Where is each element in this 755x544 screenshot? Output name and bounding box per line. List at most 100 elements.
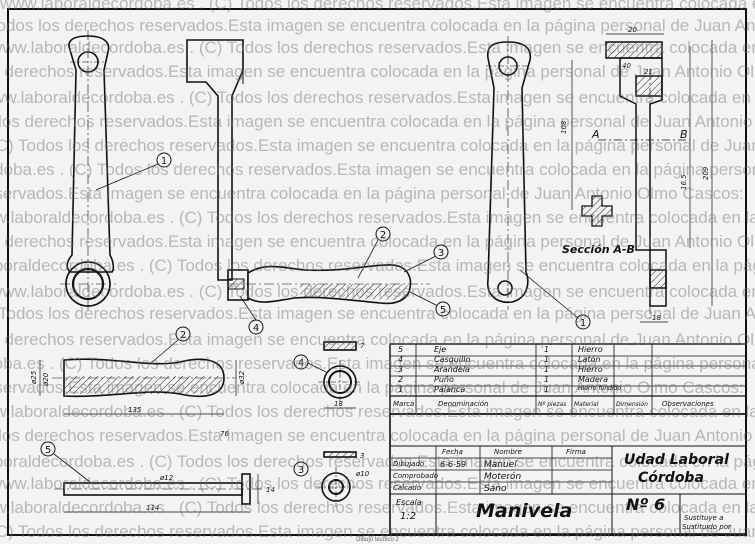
- parts-cell-name: Palanca: [434, 385, 466, 394]
- parts-cell-material: Hierro: [578, 345, 603, 354]
- dim-o32: ø32: [238, 370, 246, 385]
- crank-side-view: [186, 39, 249, 301]
- parts-cell-qty: 1: [544, 385, 550, 394]
- dim-o25: ø25: [30, 370, 38, 385]
- dim-14: 14: [266, 486, 275, 494]
- substituted-by-label: Sustituido por: [682, 523, 731, 531]
- balloon-axle-detail-label: 5: [45, 445, 51, 456]
- axle-detail: [54, 473, 262, 513]
- title-block-role: Calcado: [393, 484, 421, 492]
- balloon-washer-top-label: 3: [438, 248, 444, 259]
- title-block-name: Manuel: [484, 460, 517, 470]
- parts-cell-name: Puño: [434, 375, 454, 384]
- balloon-bush-top: 4: [239, 295, 264, 335]
- parts-cell-mark: 4: [398, 355, 404, 364]
- balloon-axle-top: 5: [409, 291, 451, 317]
- dim-18-right: 18: [652, 314, 661, 322]
- scale-label: Escala: [396, 498, 422, 507]
- section-a-b-label: Sección A-B: [562, 243, 635, 256]
- cut-line-a-label: A: [591, 128, 600, 141]
- parts-cell-material: Hierro fundido: [578, 385, 622, 392]
- parts-cell-name: Eje: [434, 345, 447, 354]
- parts-cell-qty: 1: [544, 355, 550, 364]
- title-block-date: 6-6-59: [440, 460, 467, 469]
- cut-line-b-label: B: [680, 128, 688, 141]
- dim-18-bush: 18: [334, 400, 343, 408]
- parts-cell-mark: 2: [398, 375, 404, 384]
- section-a-b-profile: [581, 195, 613, 227]
- tb-col-date: Fecha: [442, 448, 463, 456]
- col-qty: Nº piezas: [538, 401, 567, 408]
- parts-cell-qty: 1: [544, 345, 550, 354]
- parts-cell-name: Arandela: [434, 365, 470, 374]
- balloon-axle-top-label: 5: [440, 305, 446, 316]
- dim-o20: ø20: [42, 372, 50, 387]
- lever-front-view: [60, 30, 116, 310]
- dim-3: 3: [360, 452, 364, 460]
- dim-114: 114: [146, 504, 159, 512]
- title-block-role: Dibujado: [393, 460, 425, 468]
- balloon-handle-detail-label: 2: [180, 330, 186, 341]
- parts-cell-mark: 5: [398, 345, 404, 354]
- parts-cell-material: Latón: [578, 355, 601, 364]
- col-dimension: Dimensión: [616, 401, 648, 408]
- scale-value: 1:2: [400, 511, 417, 522]
- parts-cell-material: Madera: [578, 375, 608, 384]
- dim-16-5: 16.5: [680, 174, 688, 190]
- dim-7: 7: [360, 342, 365, 350]
- tb-col-signature: Firma: [566, 448, 586, 456]
- title-block: [389, 413, 747, 535]
- school-name: Udad Laboral: [624, 452, 729, 468]
- handle-side-view: [227, 264, 430, 305]
- balloon-handle-detail: 2: [149, 326, 191, 365]
- balloon-lever-left-label: 1: [161, 156, 167, 167]
- parts-list-header: Marca Denominación Nº piezas Material Di…: [390, 397, 746, 413]
- parts-cell-qty: 1: [544, 365, 550, 374]
- sheet-caption: Dibujo técnico 2: [356, 537, 399, 543]
- balloon-washer-top: 3: [403, 244, 449, 273]
- dim-20: 20: [628, 26, 637, 34]
- parts-cell-qty: 1: [544, 375, 550, 384]
- drawing-title: Manivela: [476, 500, 573, 522]
- sheet-number: Nº 6: [626, 495, 666, 514]
- parts-cell-mark: 1: [398, 385, 404, 394]
- dim-76: 76: [220, 430, 229, 438]
- balloon-handle-top: 2: [357, 226, 391, 279]
- washer-detail: [316, 451, 357, 507]
- balloon-lever-right-label: 1: [580, 318, 586, 329]
- balloon-washer-detail-label: 3: [298, 465, 304, 476]
- dim-o10: ø10: [355, 470, 370, 478]
- tb-col-name: Nombre: [494, 448, 522, 456]
- dim-209: 209: [702, 166, 710, 180]
- bush-detail: [318, 341, 362, 409]
- balloon-bush-detail-label: 4: [298, 358, 304, 369]
- balloon-bush-top-label: 4: [253, 323, 259, 334]
- lever-right-view: [486, 36, 532, 310]
- balloon-axle-detail: 5: [40, 441, 91, 483]
- dim-40: 40: [622, 62, 631, 70]
- col-name: Denominación: [438, 400, 489, 408]
- school-city: Córdoba: [638, 470, 704, 486]
- handle-detail: [39, 358, 237, 415]
- dim-21: 21: [644, 68, 653, 76]
- balloon-handle-top-label: 2: [380, 230, 386, 241]
- title-block-name: Sano: [484, 484, 507, 494]
- col-material: Material: [574, 401, 599, 408]
- parts-cell-material: Hierro: [578, 365, 603, 374]
- dim-108: 108: [560, 120, 568, 134]
- balloon-lever-left: 1: [95, 152, 172, 191]
- col-observations: Observaciones: [662, 400, 714, 408]
- parts-cell-mark: 3: [398, 365, 404, 374]
- dim-135: 135: [128, 406, 142, 414]
- substitutes-label: Sustituye a: [684, 514, 724, 522]
- parts-cell-name: Casquillo: [434, 355, 471, 364]
- balloon-washer-detail: 3: [293, 461, 309, 477]
- title-block-role: Comprobado: [393, 472, 439, 480]
- lever-section-view: [598, 41, 690, 320]
- sheet-border: [7, 8, 747, 536]
- balloon-lever-right: 1: [519, 269, 591, 330]
- dim-o12: ø12: [159, 474, 174, 482]
